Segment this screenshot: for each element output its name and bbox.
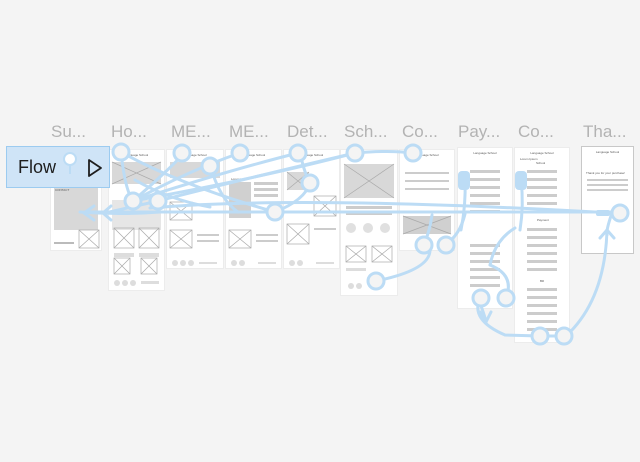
frame-title-tha[interactable]: Tha...: [583, 122, 627, 141]
frame-title-sch[interactable]: Sch...: [344, 122, 388, 141]
frame-title-co2[interactable]: Co...: [518, 122, 554, 141]
frame-title-su[interactable]: Su...: [51, 122, 86, 141]
frame-su-contact: CONTACT: [55, 188, 70, 192]
frame-pay-header: Language School: [473, 151, 497, 155]
frame-sch-wireframe: [343, 163, 395, 289]
frame-co2-bill: Bill: [540, 279, 545, 283]
frame-tha-wireframe: [587, 179, 628, 191]
frame-me2-header: Language School: [241, 153, 266, 157]
frame-co2-header: Language School: [530, 151, 554, 155]
frame-su-wireframe: [53, 152, 100, 249]
frame-title-co1[interactable]: Co...: [402, 122, 438, 141]
frame-sch[interactable]: [341, 150, 397, 295]
frame-tha[interactable]: Language School Thank you for your purch…: [582, 147, 633, 253]
frame-co1-header: Language School: [415, 153, 439, 157]
flow-handle-icon[interactable]: [63, 152, 77, 176]
flow-label: Flow: [18, 156, 57, 177]
frame-co2-sub1: Lorem Ipsum: [520, 157, 538, 161]
frame-co2-payment: Payment: [537, 218, 549, 222]
frame-tha-thanks: Thank you for your purchase!: [586, 171, 626, 175]
frame-title-me1[interactable]: ME...: [171, 122, 211, 141]
frame-title-me2[interactable]: ME...: [229, 122, 269, 141]
frame-co1-wireframe: [402, 172, 452, 235]
play-icon[interactable]: [87, 158, 103, 178]
frame-ho[interactable]: Language School: [109, 150, 164, 290]
frame-tha-header: Language School: [595, 150, 620, 154]
frame-me1-header: Language School: [183, 153, 207, 157]
frame-co2-sub2: School: [536, 161, 546, 165]
frame-co2-wireframe: [527, 170, 557, 331]
frame-title-ho[interactable]: Ho...: [111, 122, 147, 141]
frame-det-header: Language School: [299, 153, 324, 157]
frame-title-det[interactable]: Det...: [287, 122, 328, 141]
flow-start-badge[interactable]: Flow: [6, 146, 110, 188]
frame-pay-wireframe: [470, 170, 500, 287]
frame-ho-header: Language School: [124, 153, 149, 157]
frame-title-pay[interactable]: Pay...: [458, 122, 501, 141]
